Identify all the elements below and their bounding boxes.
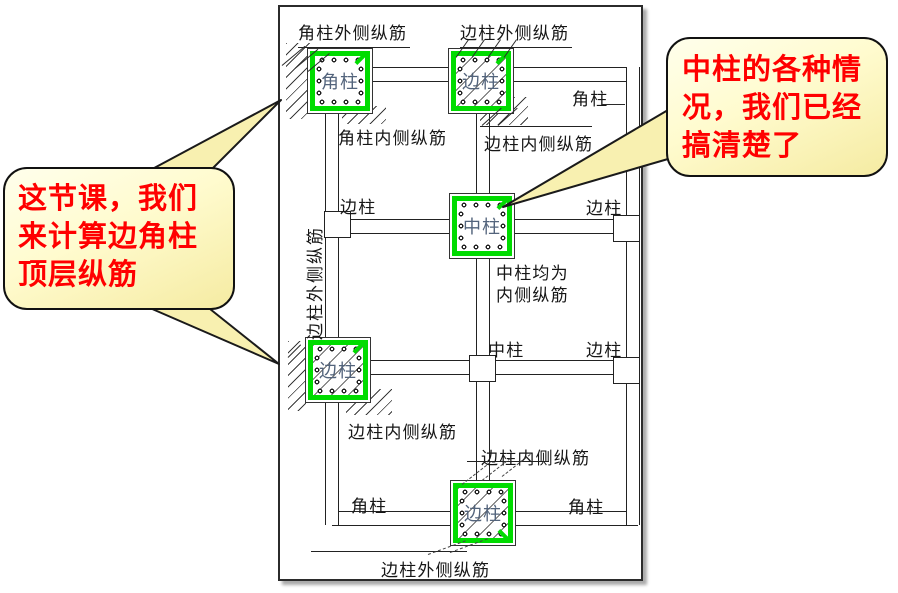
column-section-edge-top: 边柱 <box>448 48 514 114</box>
rebar-dots <box>357 63 365 99</box>
label-corner-bottom-left: 角柱 <box>351 497 388 516</box>
leader-line <box>311 551 467 552</box>
label-corner-bottom-right: 角柱 <box>568 498 605 517</box>
leader-line <box>480 126 592 127</box>
rebar-dots <box>458 495 466 531</box>
rebar-dots <box>499 208 507 244</box>
rebar-dots <box>315 63 323 99</box>
rebar-dots <box>316 98 364 106</box>
column-label: 角柱 <box>321 72 359 92</box>
left-bubble-upper-tail <box>142 99 282 175</box>
label-edge-outer-top: 边柱外侧纵筋 <box>460 19 572 48</box>
stirrup-outline: 边柱 <box>451 51 511 111</box>
label-edge-inner-top: 边柱内侧纵筋 <box>484 135 594 154</box>
column-label: 边柱 <box>464 504 502 524</box>
left-speech-bubble: 这节课，我们 来计算边角柱 顶层纵筋 <box>3 167 235 310</box>
column-section-edge-bottom: 边柱 <box>450 480 516 546</box>
label-edge-outer-bottom: 边柱外侧纵筋 <box>381 561 491 580</box>
label-center-note: 中柱均为 内侧纵筋 <box>496 264 569 305</box>
diagram-panel: 角柱 边柱 中柱 <box>278 5 643 581</box>
column-node <box>613 215 640 242</box>
rebar-dots <box>313 352 321 388</box>
rebar-dots <box>458 243 506 251</box>
rebar-dots <box>314 387 362 395</box>
column-label: 中柱 <box>463 217 501 237</box>
label-edge-mid-left: 边柱 <box>340 198 377 217</box>
left-bubble-lower-tail <box>142 304 280 365</box>
column-node <box>469 355 496 382</box>
rebar-dots <box>456 63 464 99</box>
label-edge-inner-left: 边柱内侧纵筋 <box>348 423 458 442</box>
rebar-dots <box>457 208 465 244</box>
rebar-dots <box>355 352 363 388</box>
label-edge-mid-right: 边柱 <box>586 199 623 218</box>
grid-line-right <box>626 67 640 525</box>
column-section-corner-top-left: 角柱 <box>307 48 373 114</box>
label-edge-outer-left-vertical: 边柱外侧纵筋 <box>306 226 325 340</box>
rebar-dots <box>459 530 507 538</box>
rebar-dots <box>459 488 507 496</box>
column-label: 边柱 <box>319 361 357 381</box>
label-corner-outer-top: 角柱外侧纵筋 <box>298 19 410 48</box>
hatch-lines <box>288 341 306 411</box>
rebar-dots <box>500 495 508 531</box>
rebar-dots <box>316 56 364 64</box>
column-label: 边柱 <box>462 72 500 92</box>
rebar-dots <box>458 201 506 209</box>
rebar-dots <box>457 98 505 106</box>
column-node <box>613 357 640 384</box>
leader-line <box>602 104 625 105</box>
stirrup-outline: 角柱 <box>310 51 370 111</box>
grid-line-middle <box>476 112 490 482</box>
label-center-row3: 中柱 <box>488 341 525 360</box>
leader-line <box>467 461 549 462</box>
column-section-edge-left: 边柱 <box>305 337 371 403</box>
label-edge-row3: 边柱 <box>586 341 623 360</box>
rebar-dots <box>457 56 505 64</box>
rebar-dots <box>498 63 506 99</box>
label-corner-inner-top: 角柱内侧纵筋 <box>338 129 448 148</box>
right-speech-bubble-text: 中柱的各种情 况，我们已经 搞清楚了 <box>682 54 863 162</box>
hatch-lines <box>286 43 310 119</box>
column-section-center: 中柱 <box>449 193 515 259</box>
left-speech-bubble-text: 这节课，我们 来计算边角柱 顶层纵筋 <box>18 183 199 291</box>
stirrup-outline: 中柱 <box>452 196 512 256</box>
stirrup-outline: 边柱 <box>453 483 513 543</box>
stirrup-outline: 边柱 <box>308 340 368 400</box>
label-edge-inner-bottom: 边柱内侧纵筋 <box>481 449 591 468</box>
right-speech-bubble: 中柱的各种情 况，我们已经 搞清楚了 <box>666 37 888 177</box>
label-corner-top-right: 角柱 <box>572 90 609 109</box>
grid-line-left <box>325 112 339 525</box>
rebar-dots <box>314 345 362 353</box>
column-node <box>324 211 351 238</box>
